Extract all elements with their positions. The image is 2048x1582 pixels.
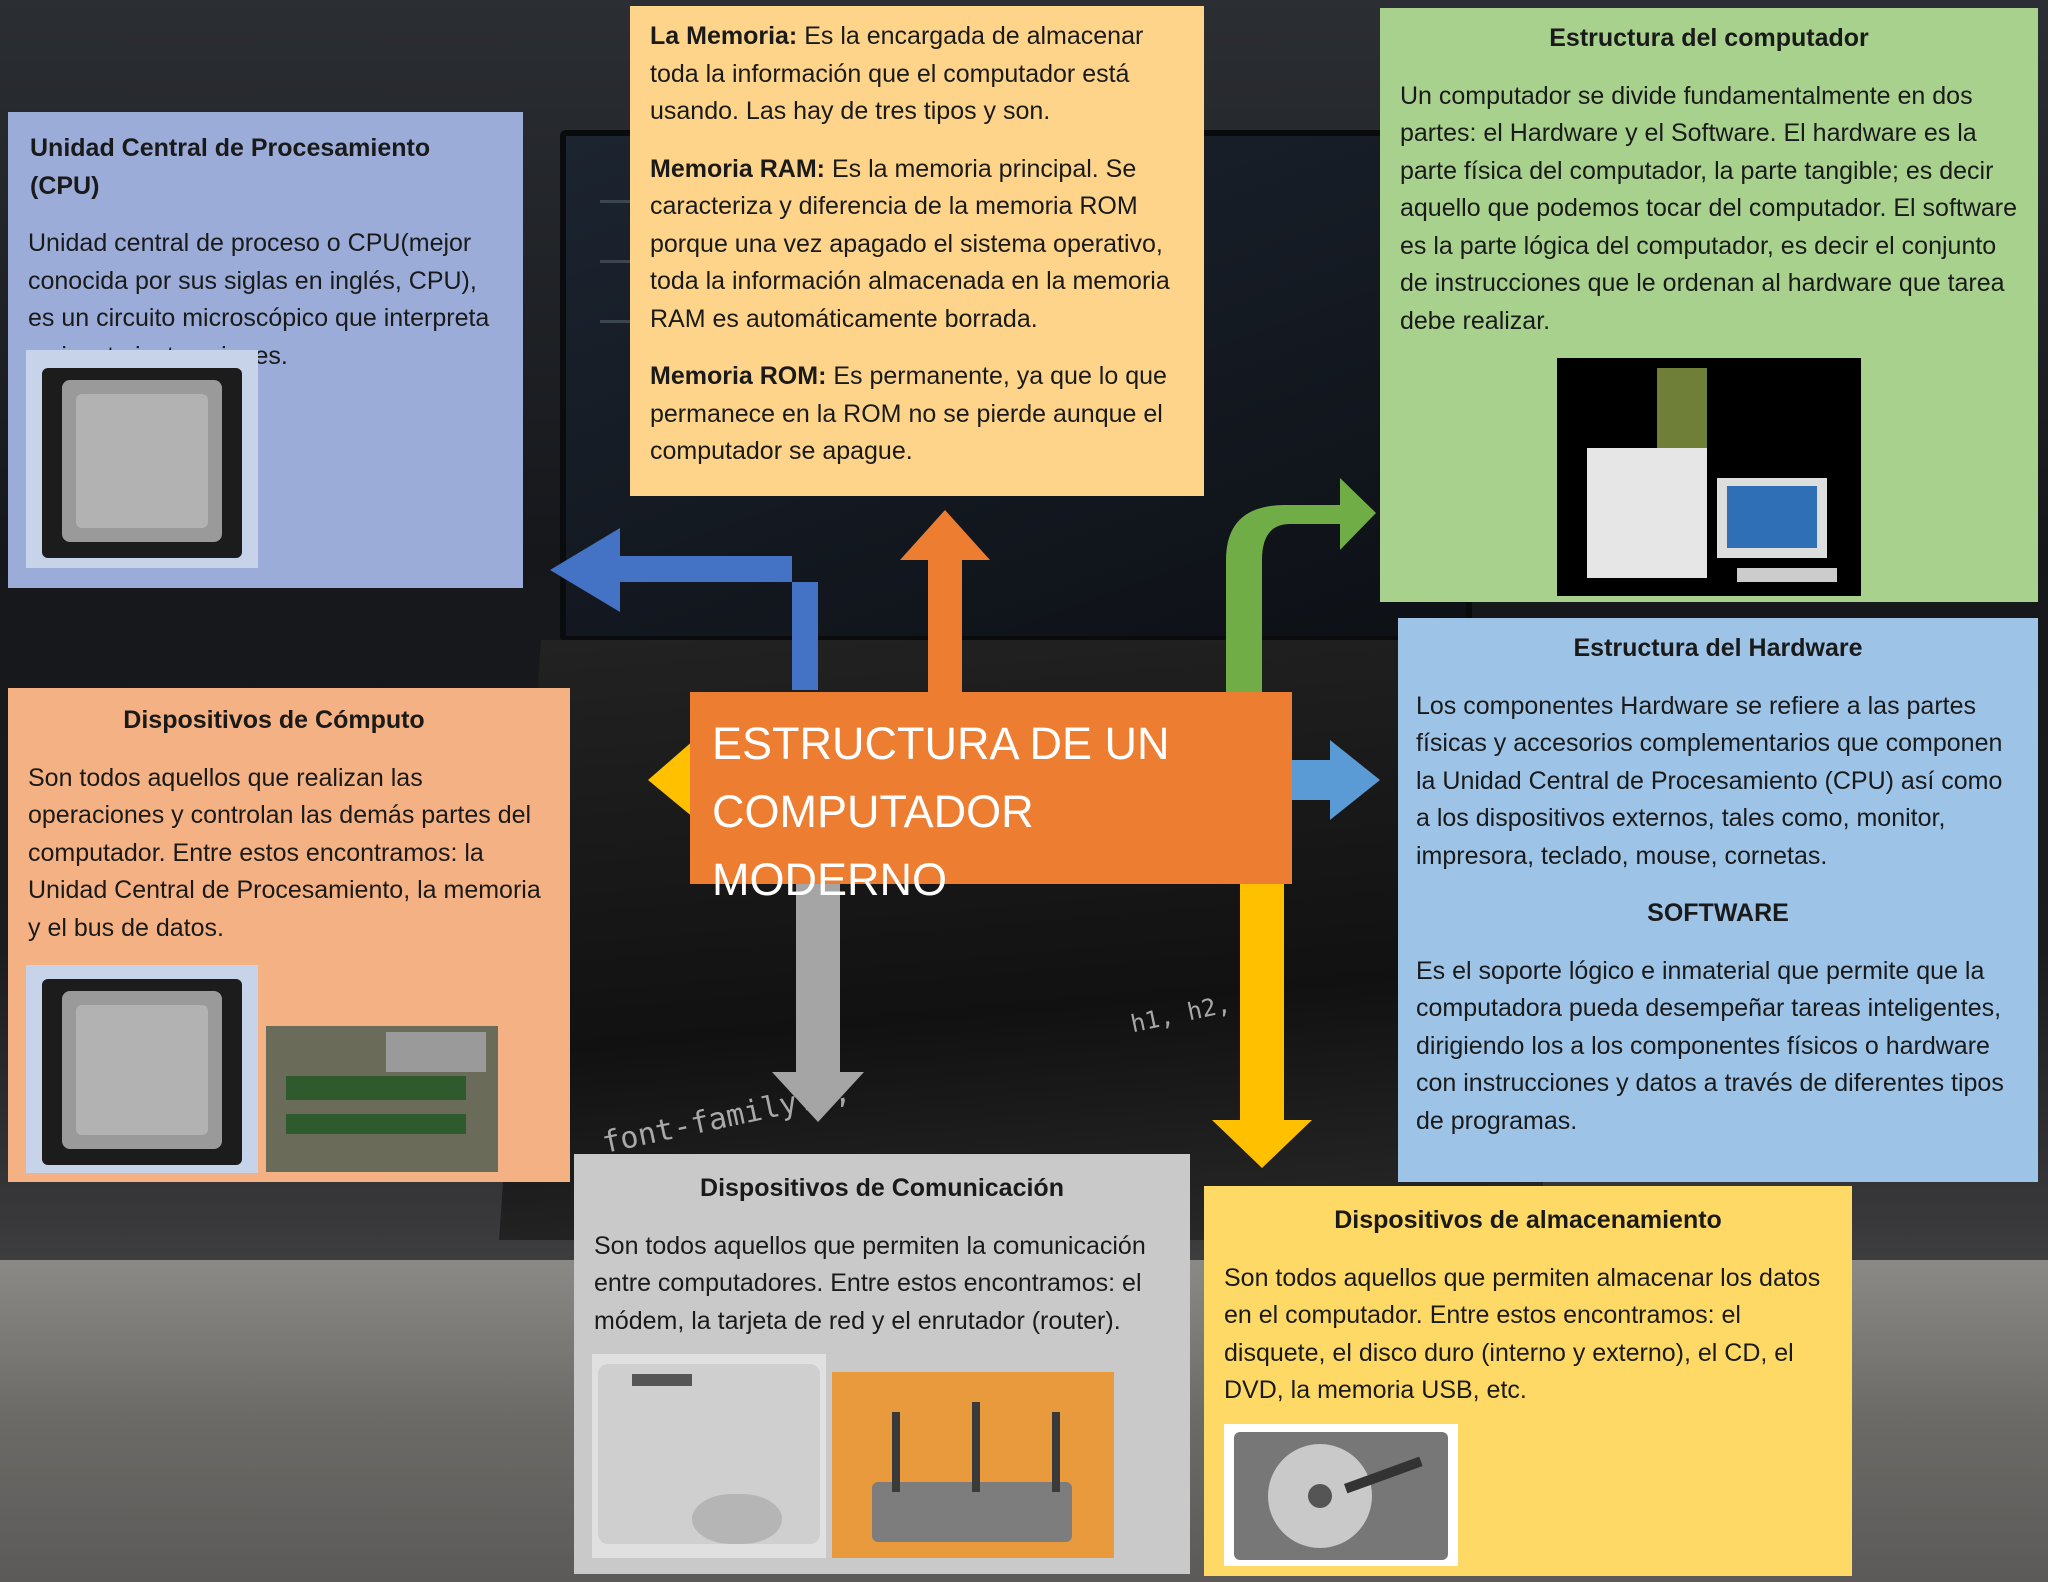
cpu-chip-image	[26, 350, 258, 568]
comunicacion-text: Son todos aquellos que permiten la comun…	[594, 1231, 1146, 1335]
cpu-chip-icon	[42, 368, 242, 558]
router-image	[832, 1372, 1114, 1558]
ram-text: Es la memoria principal. Se caracteriza …	[650, 154, 1170, 333]
estructura-box: Estructura del computador Un computador …	[1380, 8, 2038, 602]
memoria-box: La Memoria: Es la encargada de almacenar…	[630, 6, 1204, 496]
estructura-title: Estructura del computador	[1549, 24, 1869, 52]
software-title: SOFTWARE	[1647, 899, 1789, 927]
rom-p: Memoria ROM: Es permanente, ya que lo qu…	[650, 358, 1184, 471]
hardware-text: Los componentes Hardware se refiere a la…	[1416, 691, 2003, 870]
arrow-to-hardware-shaft	[1288, 760, 1332, 800]
rom-label: Memoria ROM:	[650, 362, 827, 390]
almacenamiento-text: Son todos aquellos que permiten almacena…	[1224, 1263, 1821, 1405]
arrow-to-cpu	[550, 528, 818, 690]
computo-box: Dispositivos de Cómputo Son todos aquell…	[8, 688, 570, 1182]
computo-title: Dispositivos de Cómputo	[123, 706, 425, 734]
central-title: ESTRUCTURA DE UN COMPUTADOR MODERNO	[712, 710, 1270, 914]
cpu-chip-image-2	[26, 965, 258, 1173]
ram-p: Memoria RAM: Es la memoria principal. Se…	[650, 151, 1184, 339]
pc-hardware-image	[1557, 358, 1861, 596]
arrow-to-estructura	[1226, 478, 1376, 700]
memoria-label: La Memoria:	[650, 22, 798, 50]
estructura-text: Un computador se divide fundamentalmente…	[1400, 81, 2018, 335]
almacenamiento-title: Dispositivos de almacenamiento	[1334, 1206, 1722, 1234]
cpu-chip-icon	[42, 979, 242, 1165]
modem-image	[592, 1354, 826, 1558]
arrow-to-computo-head	[648, 740, 696, 818]
software-text: Es el soporte lógico e inmaterial que pe…	[1416, 956, 2004, 1135]
hardware-box: Estructura del Hardware Los componentes …	[1398, 618, 2038, 1182]
central-title-box: ESTRUCTURA DE UN COMPUTADOR MODERNO	[690, 692, 1292, 905]
cpu-box: Unidad Central de Procesamiento (CPU) Un…	[8, 112, 523, 588]
hard-drive-image	[1224, 1424, 1458, 1566]
cpu-title: Unidad Central de Procesamiento (CPU)	[30, 134, 431, 200]
central-title-line2: COMPUTADOR MODERNO	[712, 786, 1034, 905]
almacenamiento-box: Dispositivos de almacenamiento Son todos…	[1204, 1186, 1852, 1576]
router-icon	[832, 1372, 1114, 1558]
ram-label: Memoria RAM:	[650, 154, 826, 183]
memoria-p1: La Memoria: Es la encargada de almacenar…	[650, 18, 1184, 131]
comunicacion-title: Dispositivos de Comunicación	[700, 1174, 1064, 1202]
rom-text: Es permanente, ya que lo que permanece e…	[650, 362, 1167, 465]
computer-icon	[1587, 368, 1837, 582]
cpu-text: Unidad central de proceso o CPU(mejor co…	[28, 229, 490, 370]
hardware-title: Estructura del Hardware	[1573, 634, 1863, 662]
ram-board-image	[266, 1026, 498, 1172]
memoria-text: Es la encargada de almacenar toda la inf…	[650, 22, 1144, 125]
arrow-to-memoria	[900, 510, 990, 700]
arrow-to-hardware-head	[1330, 740, 1380, 820]
central-title-line1: ESTRUCTURA DE UN	[712, 718, 1170, 769]
ram-module-icon	[266, 1026, 498, 1172]
computo-text: Son todos aquellos que realizan las oper…	[28, 763, 541, 942]
hard-drive-icon	[1234, 1432, 1448, 1560]
comunicacion-box: Dispositivos de Comunicación Son todos a…	[574, 1154, 1190, 1574]
arrow-to-comunicacion	[772, 880, 864, 1122]
modem-icon	[598, 1364, 820, 1544]
arrow-to-almacenamiento	[1212, 880, 1312, 1168]
